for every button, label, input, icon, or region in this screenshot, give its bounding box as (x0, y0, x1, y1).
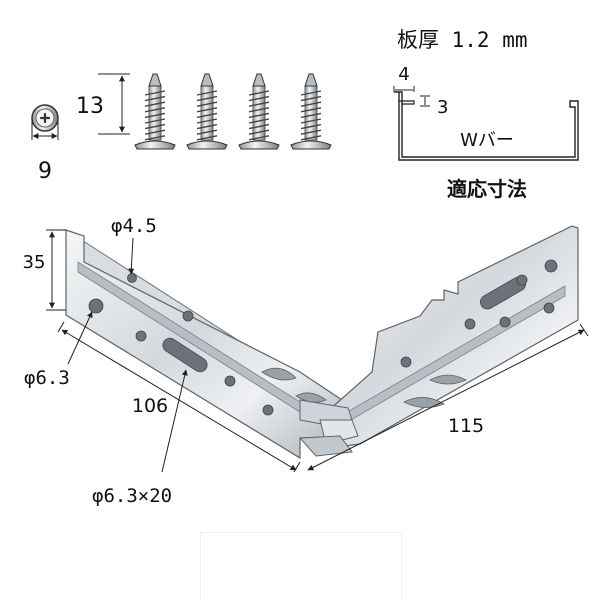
left-length-label: 106 (132, 395, 168, 417)
screw-row (134, 73, 332, 150)
screw-diameter-label: 9 (38, 159, 52, 184)
bracket-height-label: 35 (23, 252, 46, 273)
screw-icon (290, 73, 332, 150)
lip-height-label: 3 (437, 97, 448, 118)
screw-length-dimension (98, 73, 130, 135)
screw-diameter-dimension (31, 120, 59, 140)
bar-name-label: Wバー (460, 130, 514, 151)
bracket-illustration (65, 225, 579, 460)
screw-icon (134, 73, 176, 150)
channel-caption: 適応寸法 (447, 177, 527, 201)
channel-profile (393, 86, 579, 161)
right-length-label: 115 (448, 415, 484, 437)
bracket-dimensions (46, 229, 589, 473)
screw-icon (186, 73, 228, 150)
screw-icon (238, 73, 280, 150)
screw-head-icon (31, 104, 59, 132)
hole-small-label: φ4.5 (111, 215, 157, 237)
screw-length-label: 13 (76, 94, 104, 119)
thickness-label: 板厚 1.2 mm (397, 28, 528, 52)
hole-slot-label: φ6.3×20 (92, 485, 172, 507)
hole-round-label: φ6.3 (24, 367, 70, 389)
flange-width-label: 4 (398, 64, 409, 85)
blank-footer-panel (200, 532, 402, 601)
